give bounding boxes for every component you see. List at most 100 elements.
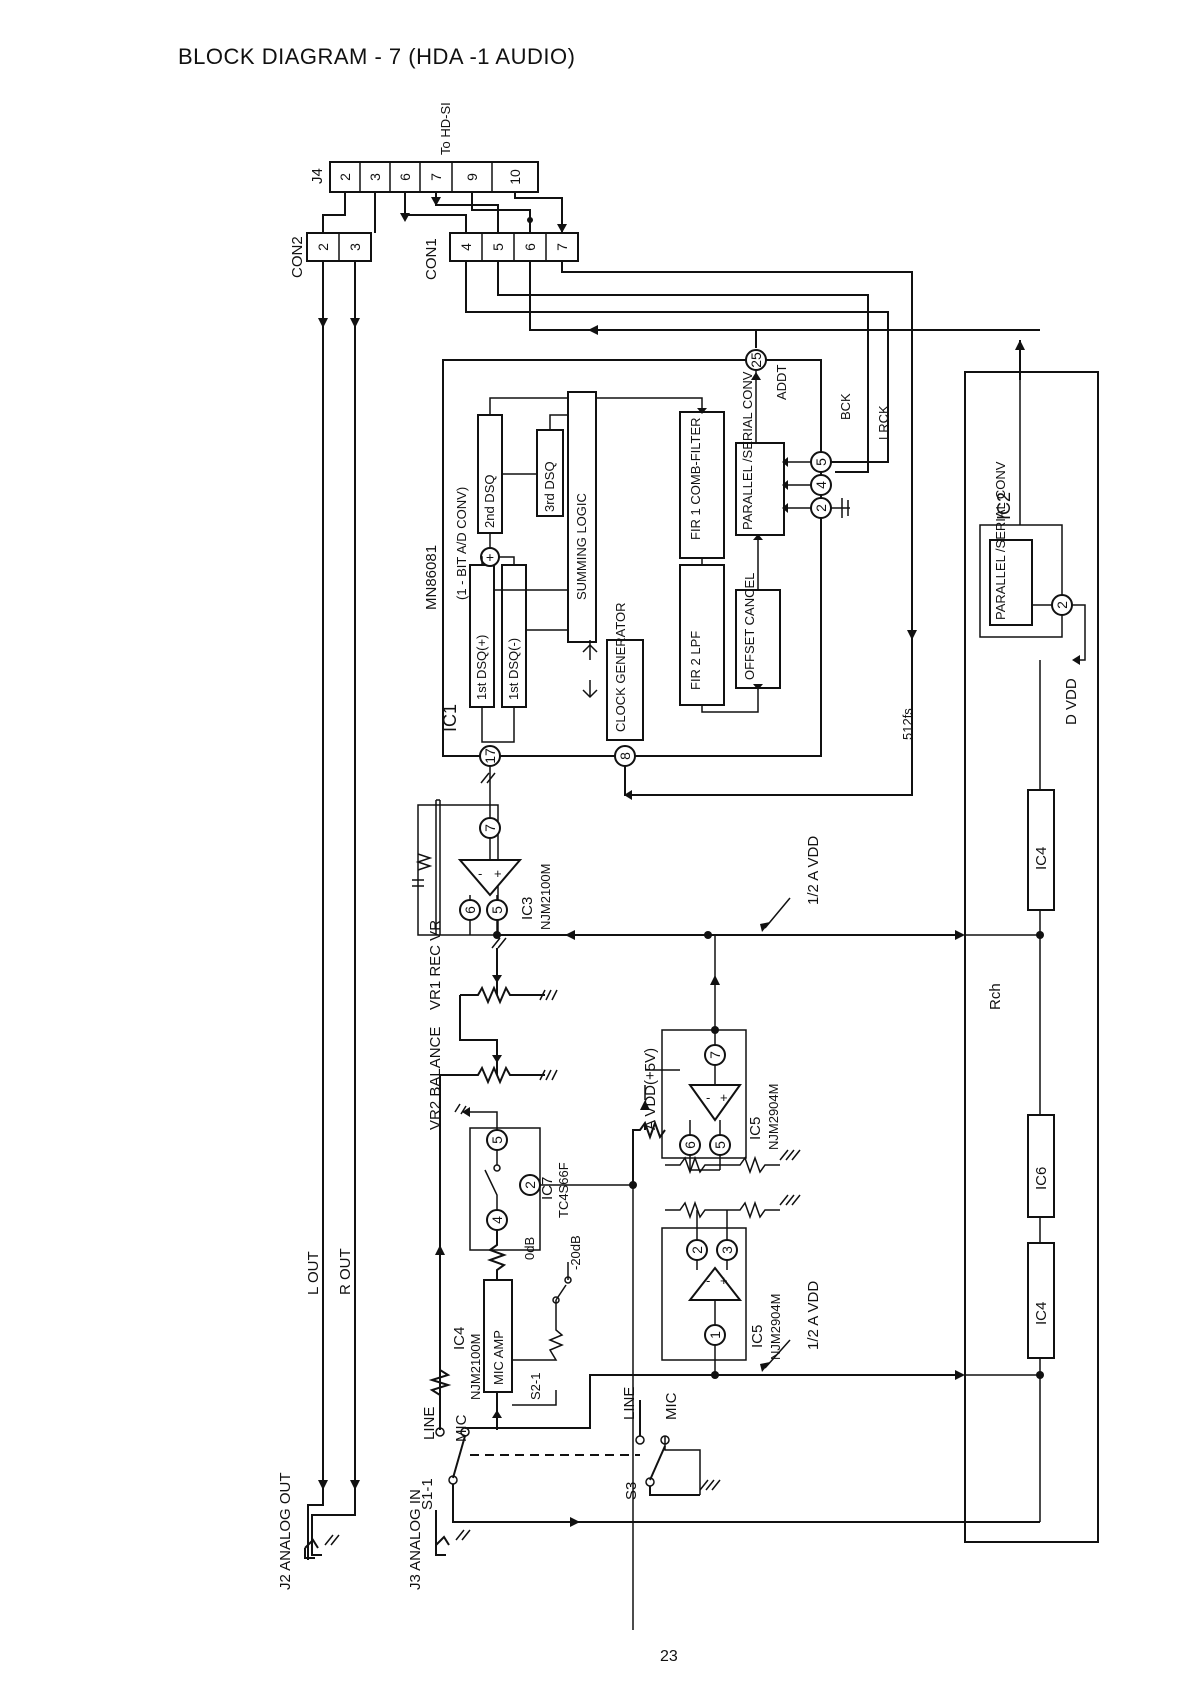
- ic1-dsq2: 2nd DSQ: [482, 475, 497, 528]
- j4-pin-10: 10: [507, 169, 523, 185]
- ic2-name: IC2: [994, 492, 1014, 520]
- ic5-upper-part: NJM2904M: [766, 1084, 781, 1150]
- j4-pin-7: 7: [428, 173, 444, 181]
- analog-out-lines: L OUT R OUT: [305, 261, 360, 1560]
- j4-pin-3: 3: [367, 173, 383, 181]
- ic2-supply: D VDD: [1063, 678, 1080, 725]
- lrck-label: LRCK: [876, 405, 891, 440]
- connector-con1: 4 5 6 7 CON1: [423, 232, 579, 280]
- ic4-name: IC4: [451, 1327, 468, 1350]
- ic1-dsq3: 3rd DSQ: [542, 461, 557, 512]
- j4-destination: To HD-SI: [438, 102, 453, 155]
- bck-label: BCK: [838, 393, 853, 420]
- r-out-label: R OUT: [337, 1248, 354, 1295]
- ic5-lower-pin-2: 2: [689, 1246, 705, 1254]
- half-avdd-bottom-label: 1/2 A VDD: [805, 1281, 822, 1350]
- connector-j4: 2 3 6 7 9 10 J4 To HD-SI: [309, 102, 539, 193]
- svg-text:-: -: [706, 1090, 710, 1105]
- s1-mic-label: MIC: [453, 1414, 470, 1442]
- s3-mic-label: MIC: [663, 1392, 680, 1420]
- con1-pin-6: 6: [522, 243, 538, 251]
- s1-label: S1-1: [419, 1478, 436, 1510]
- vr2-label: VR2 BALANCE: [427, 1027, 444, 1130]
- ic1-pin-4: 4: [813, 481, 829, 489]
- s3-switch: LINE MIC S3: [621, 1181, 721, 1500]
- rch-ic4-top: IC4: [1033, 847, 1050, 870]
- con1-pin-5: 5: [490, 243, 506, 251]
- svg-text:+: +: [720, 1090, 728, 1105]
- ic4-block: MIC AMP: [491, 1330, 506, 1385]
- j4-pin-9: 9: [464, 173, 480, 181]
- ic5-lower-pin-3: 3: [719, 1246, 735, 1254]
- ic7-part: TC4S66F: [556, 1162, 571, 1218]
- ic1-note: (1 - BIT A/D CONV): [454, 487, 469, 600]
- page-number: 23: [660, 1648, 678, 1665]
- ic1-pin-2: 2: [813, 504, 829, 512]
- ic1-part: MN86081: [423, 545, 440, 610]
- j3-label: J3 ANALOG IN: [407, 1489, 424, 1590]
- svg-text:+: +: [494, 866, 502, 881]
- svg-text:+: +: [720, 1273, 728, 1288]
- s1-line-label: LINE: [421, 1407, 438, 1440]
- half-avdd-rail-top: 1/2 A VDD: [491, 836, 965, 995]
- ic1-dsq-plus: 1st DSQ(+): [474, 635, 489, 700]
- con1-pin-4: 4: [458, 243, 474, 251]
- ic3-name: IC3: [519, 897, 536, 920]
- con2-pin-3: 3: [347, 243, 363, 251]
- avdd-label: A VDD(+5V): [642, 1048, 659, 1130]
- vr1-label: VR1 REC VR: [427, 920, 444, 1010]
- rch-ic6: IC6: [1033, 1167, 1050, 1190]
- s2-20db-label: -20dB: [568, 1235, 583, 1270]
- j4-label: J4: [309, 168, 326, 184]
- ic5-lower-part: NJM2904M: [768, 1294, 783, 1360]
- s3-label: S3: [623, 1482, 640, 1500]
- ic1-pin-5: 5: [813, 458, 829, 466]
- ic5-upper-pin-5: 5: [712, 1141, 728, 1149]
- rch-box: Rch IC4 IC6 IC4: [964, 371, 1099, 1543]
- fs512-label: 512fs: [900, 708, 915, 740]
- ic1-clock-generator: CLOCK GENERATOR: [613, 602, 628, 732]
- con2-label: CON2: [289, 236, 306, 278]
- vr1: VR1 REC VR: [427, 920, 558, 1075]
- l-out-label: L OUT: [305, 1251, 322, 1295]
- ic2-pin-2: 2: [1054, 601, 1070, 609]
- ic1-fir2: FIR 2 LPF: [688, 631, 703, 690]
- ic1-pin-25: 25: [748, 352, 764, 368]
- j2-label: J2 ANALOG OUT: [277, 1472, 294, 1590]
- svg-text:-: -: [706, 1273, 710, 1288]
- s2-0db-label: 0dB: [522, 1237, 537, 1260]
- ic1-offset-cancel: OFFSET CANCEL: [742, 573, 757, 680]
- bus-lines: [465, 261, 1040, 780]
- ic1-name: IC1: [440, 704, 460, 732]
- half-avdd-rail-bottom: 1/2 A VDD: [589, 1281, 965, 1400]
- j4-pin-6: 6: [397, 173, 413, 181]
- ic1-pins: 17 8 2 4 5 25: [479, 349, 913, 800]
- con2-pin-2: 2: [315, 243, 331, 251]
- ic5-upper-pin-6: 6: [682, 1141, 698, 1149]
- addt-label: ADDT: [774, 365, 789, 400]
- ic1-pin-17: 17: [482, 748, 498, 764]
- j4-pin-2: 2: [337, 173, 353, 181]
- ic4-part: NJM2100M: [468, 1334, 483, 1400]
- ic5-upper-pin-7: 7: [707, 1051, 723, 1059]
- ic1-pin-8: 8: [617, 752, 633, 760]
- ic1-ps-conv: PARALLEL /SERIAL CONV: [740, 371, 755, 530]
- ic7-name: IC7: [539, 1177, 556, 1200]
- con1-label: CON1: [423, 238, 440, 280]
- s1-switch: S1-1: [419, 1400, 640, 1510]
- rch-ic4-bottom: IC4: [1033, 1302, 1050, 1325]
- ic5-upper: A VDD(+5V) - + 6 5 7 IC5 NJM2904M: [632, 935, 801, 1185]
- page-title: BLOCK DIAGRAM - 7 (HDA -1 AUDIO): [178, 44, 576, 69]
- ic3-pin-6: 6: [462, 906, 478, 914]
- ic3-pin-5: 5: [489, 906, 505, 914]
- ic3-part: NJM2100M: [538, 864, 553, 930]
- ic7-pin-4: 4: [489, 1216, 505, 1224]
- ic5-upper-name: IC5: [747, 1117, 764, 1140]
- ic5-lower-pin-1: 1: [707, 1331, 723, 1339]
- connector-con2: 2 3 CON2: [289, 232, 372, 278]
- ic7-pin-5: 5: [489, 1136, 505, 1144]
- jacks: J2 ANALOG OUT J3 ANALOG IN: [277, 1472, 1040, 1590]
- ic1-adder: +: [486, 549, 494, 565]
- ic1-dsq-minus: 1st DSQ(-): [506, 638, 521, 700]
